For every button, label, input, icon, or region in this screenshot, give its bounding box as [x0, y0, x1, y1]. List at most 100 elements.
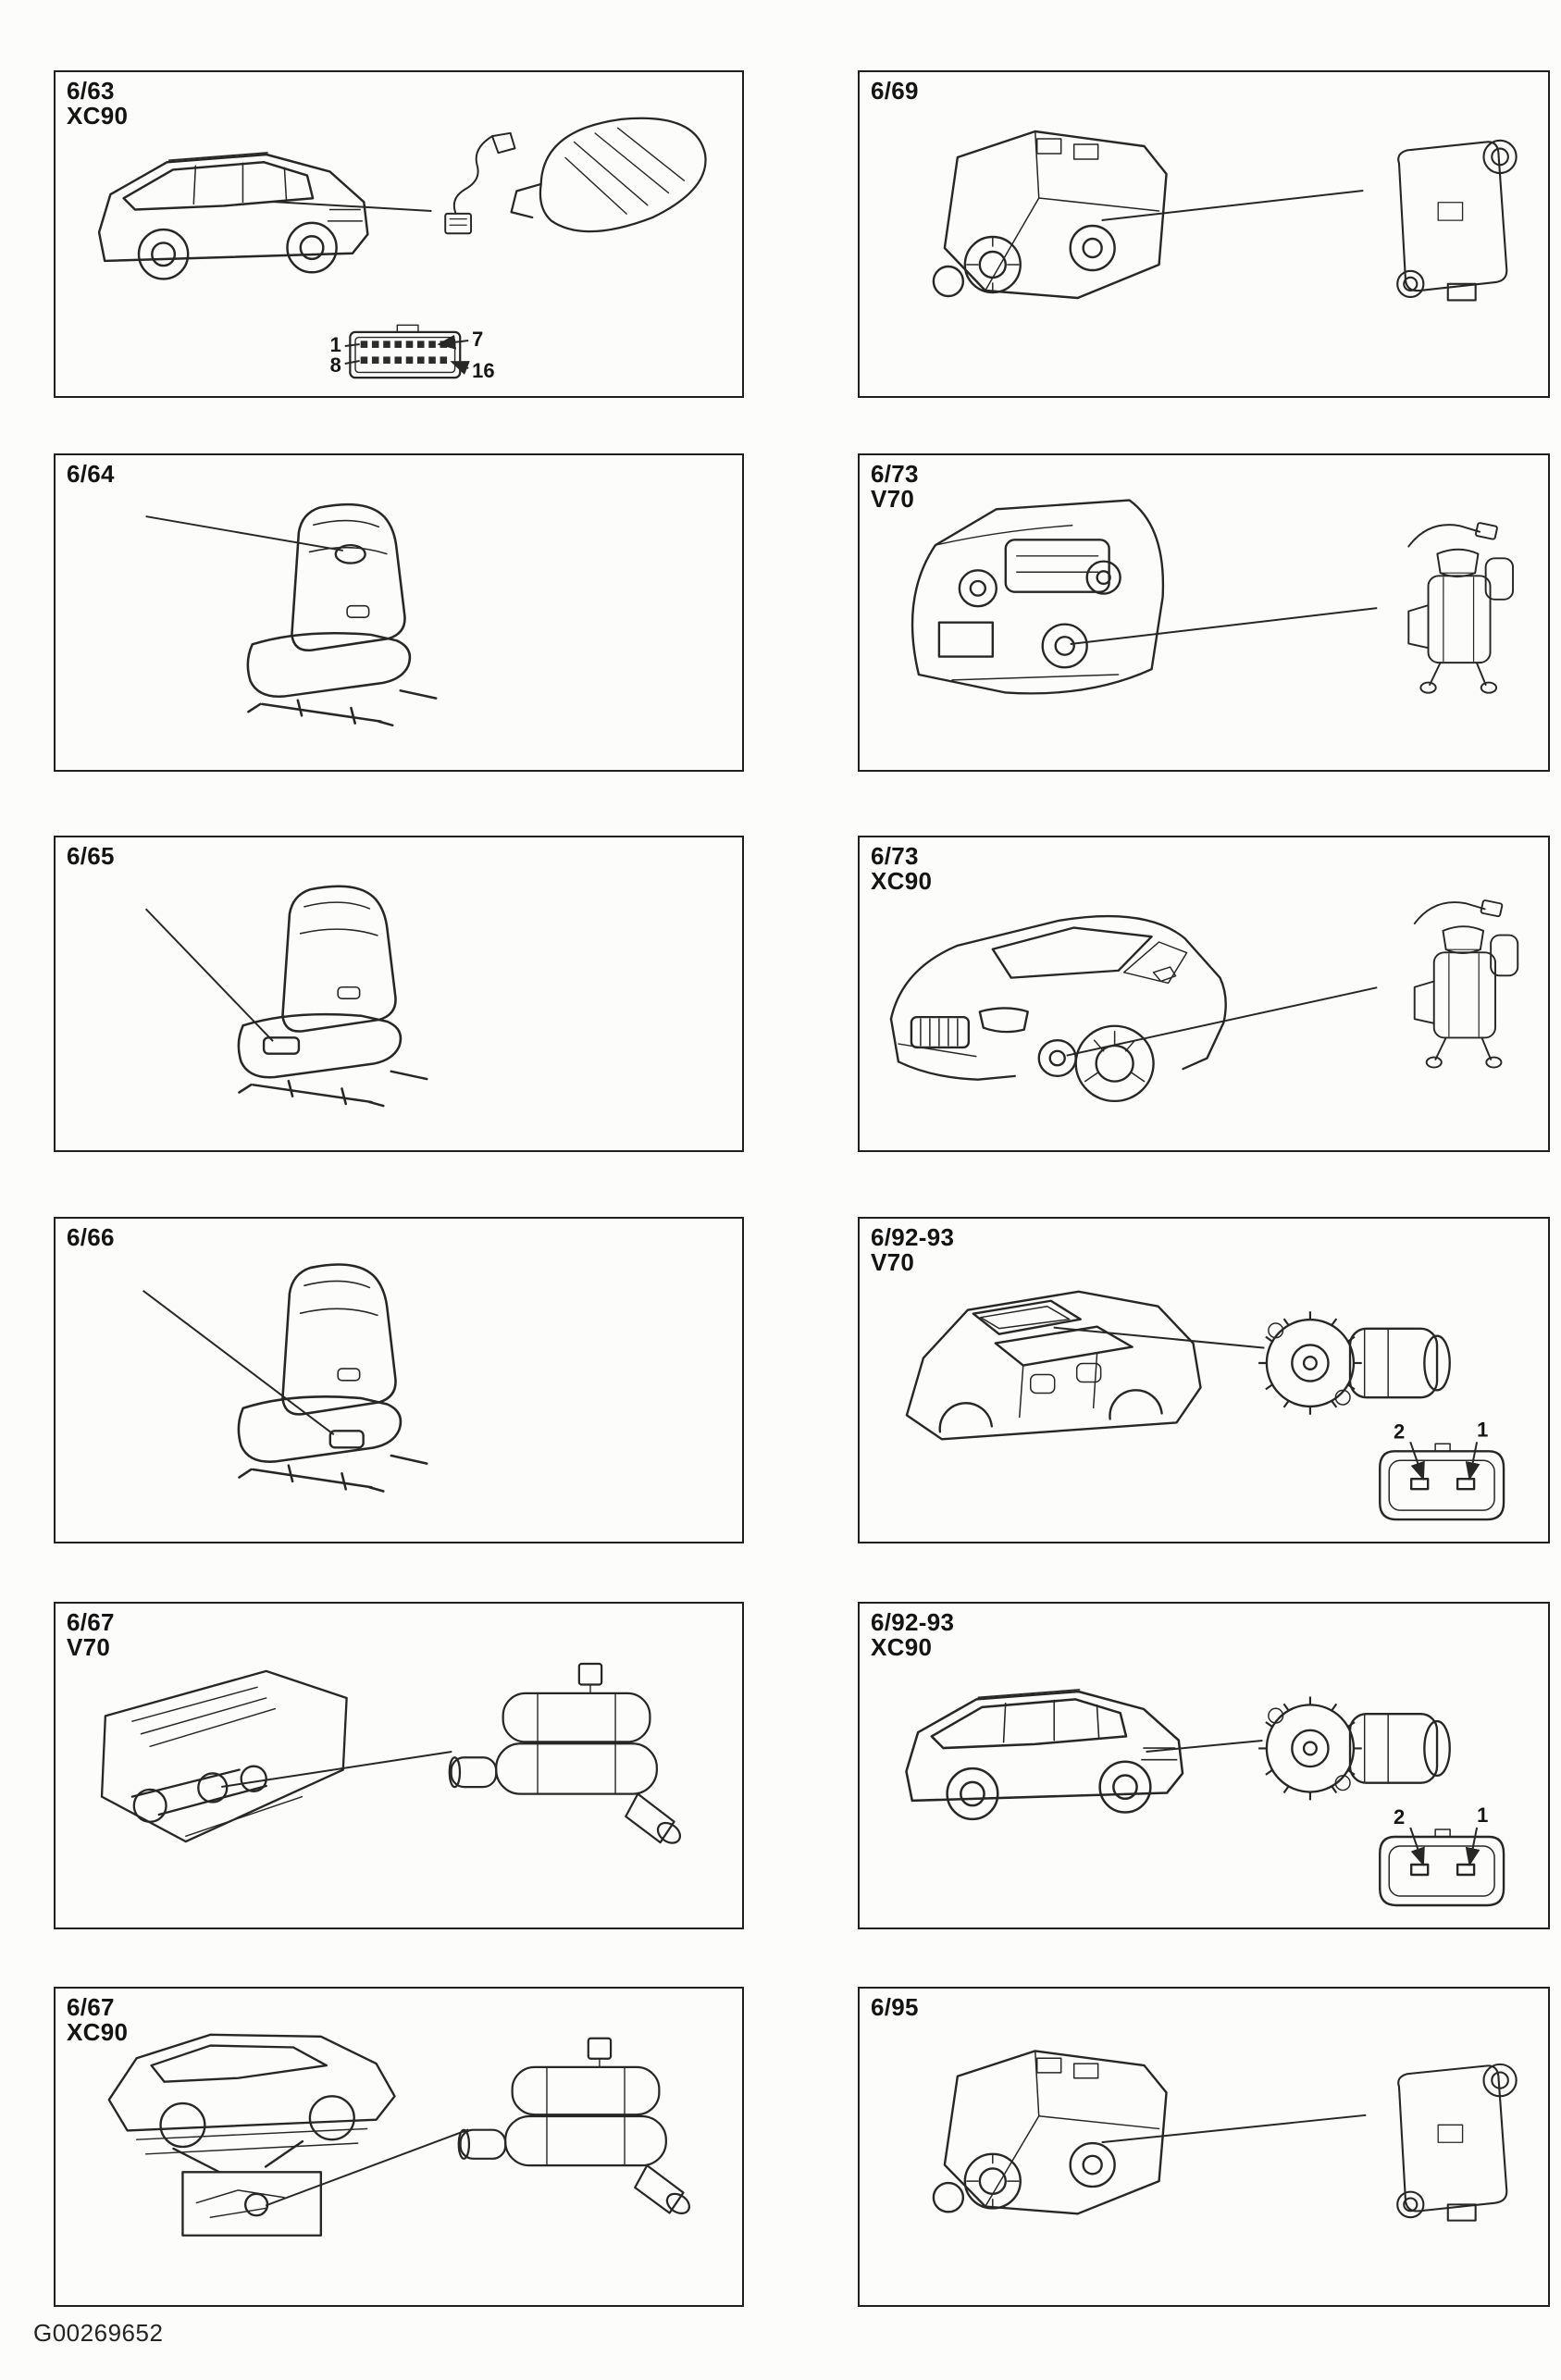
seat-cushion-component-illustration	[144, 885, 428, 1108]
panel-6-64: 6/64	[54, 453, 744, 772]
panel-label: 6/69	[871, 77, 919, 105]
panel-label-line1: 6/73	[871, 842, 919, 870]
connector-2pin-drawing	[1379, 1828, 1505, 1907]
panel-label-line1: 6/67	[67, 1993, 115, 2021]
door-mirror-location-illustration: 1 7 8 16	[97, 117, 707, 382]
pin-callout-16: 16	[472, 359, 494, 382]
seat-backrest-component-illustration	[145, 502, 438, 727]
leader-line	[221, 1751, 452, 1788]
panel-label: 6/67 V70	[67, 1608, 115, 1662]
panel-label-line1: 6/64	[67, 460, 115, 488]
motor-drawing	[1257, 1695, 1451, 1802]
pin-callout-2: 2	[1394, 1805, 1405, 1828]
pin8-leader	[344, 360, 360, 365]
pin7-leader	[437, 334, 469, 350]
panel-6-73-xc90: 6/73 XC90	[858, 836, 1550, 1152]
v70-motor-connector-illustration: 2 1	[905, 1290, 1505, 1521]
pin-callout-2: 2	[1394, 1419, 1405, 1443]
panel-label: 6/73 XC90	[871, 842, 932, 894]
panel-label-line1: 6/92-93	[871, 1223, 955, 1251]
panel-label: 6/64	[67, 460, 115, 488]
cushion-component-marker	[262, 1036, 301, 1055]
cushion-component-marker	[328, 1430, 365, 1449]
panel-6-65: 6/65	[54, 836, 744, 1152]
pin-callout-1: 1	[1477, 1804, 1488, 1827]
panel-label-line2: V70	[67, 1633, 111, 1662]
heater-unit-module-illustration	[932, 130, 1518, 302]
panel-label: 6/63 XC90	[67, 77, 129, 130]
pin-callout-1: 1	[1477, 1418, 1488, 1441]
leader-line	[144, 908, 274, 1042]
xc90-front-drawing	[889, 914, 1227, 1103]
xc90-underbody-valve-illustration	[107, 2033, 695, 2237]
panel-6-92-93-xc90: 6/92-93 XC90 2 1	[858, 1602, 1550, 1929]
panel-label-line1: 6/92-93	[871, 1608, 955, 1636]
panel-label-line2: XC90	[67, 102, 129, 130]
panel-label: 6/66	[67, 1223, 115, 1251]
seat-cushion-rear-component-illustration	[142, 1263, 428, 1493]
panel-label-line2: V70	[871, 485, 915, 514]
leader-line	[271, 201, 432, 212]
front-seat-drawing	[246, 502, 438, 727]
panel-label-line2: XC90	[871, 1633, 933, 1662]
panel-label-line1: 6/65	[67, 842, 115, 870]
v70-underbody-drawing	[100, 1669, 348, 1843]
leader-line	[265, 2128, 469, 2207]
v70-body-drawing	[905, 1290, 1202, 1441]
panel-label: 6/65	[67, 842, 115, 870]
panel-label-line1: 6/63	[67, 77, 115, 105]
leader-line	[1070, 607, 1378, 645]
pin-callout-1: 1	[330, 333, 341, 356]
panel-label-line1: 6/95	[871, 1993, 919, 2021]
panel-label-line1: 6/69	[871, 77, 919, 105]
leader-line	[1053, 1326, 1265, 1349]
heater-unit-drawing	[932, 2050, 1168, 2215]
motor-drawing	[1257, 1310, 1451, 1416]
auxiliary-pump-drawing	[1413, 899, 1519, 1069]
valve-unit-drawing	[457, 2037, 695, 2219]
panel-label: 6/67 XC90	[67, 1993, 128, 2045]
panel-6-73-v70: 6/73 V70	[858, 453, 1550, 772]
control-module-drawing	[1396, 139, 1518, 302]
door-mirror-drawing	[510, 117, 707, 233]
panel-label: 6/95	[871, 1993, 919, 2021]
leader-line	[1101, 2113, 1367, 2144]
pin-callout-8: 8	[330, 353, 341, 377]
xc90-motor-connector-illustration: 2 1	[905, 1688, 1505, 1907]
pin2-leader	[1409, 1827, 1425, 1866]
connector-2pin-drawing	[1379, 1443, 1505, 1521]
panel-label-line1: 6/73	[871, 460, 919, 488]
pin16-leader	[450, 361, 470, 375]
panel-6-69: 6/69	[858, 70, 1550, 398]
pin1-leader	[344, 343, 360, 347]
leader-line	[1066, 986, 1378, 1057]
panel-6-67-xc90: 6/67 XC90	[54, 1987, 744, 2307]
heater-unit-module-illustration	[932, 2050, 1518, 2222]
xc90-front-pump-illustration	[889, 899, 1519, 1103]
leader-line	[1101, 190, 1364, 221]
pin1-leader	[1465, 1442, 1480, 1481]
panel-label-line1: 6/67	[67, 1608, 115, 1636]
panel-label-line1: 6/66	[67, 1223, 115, 1251]
engine-bay-pump-illustration	[911, 499, 1515, 695]
connector-16pin-drawing	[349, 324, 462, 379]
heater-unit-drawing	[932, 130, 1168, 300]
panel-6-92-93-v70: 6/92-93 V70 2 1	[858, 1217, 1550, 1543]
xc90-lifted-drawing	[107, 2033, 396, 2237]
control-module-drawing	[1396, 2063, 1518, 2222]
panel-6-66: 6/66	[54, 1217, 744, 1543]
pin-callout-7: 7	[472, 328, 483, 351]
figure-id: G00269652	[33, 2319, 164, 2347]
pin1-leader	[1465, 1827, 1480, 1866]
panel-label: 6/92-93 V70	[871, 1223, 955, 1277]
panel-6-63-xc90: 6/63 XC90 1 7 8 16	[54, 70, 744, 398]
front-seat-drawing	[237, 885, 428, 1108]
underbody-valve-illustration	[100, 1662, 686, 1849]
leader-line	[145, 515, 343, 552]
panel-6-95: 6/95	[858, 1987, 1550, 2307]
panel-label: 6/73 V70	[871, 460, 919, 514]
xc90-suv-drawing	[97, 151, 369, 280]
panel-label-line2: V70	[871, 1248, 915, 1277]
leader-line	[142, 1289, 335, 1436]
